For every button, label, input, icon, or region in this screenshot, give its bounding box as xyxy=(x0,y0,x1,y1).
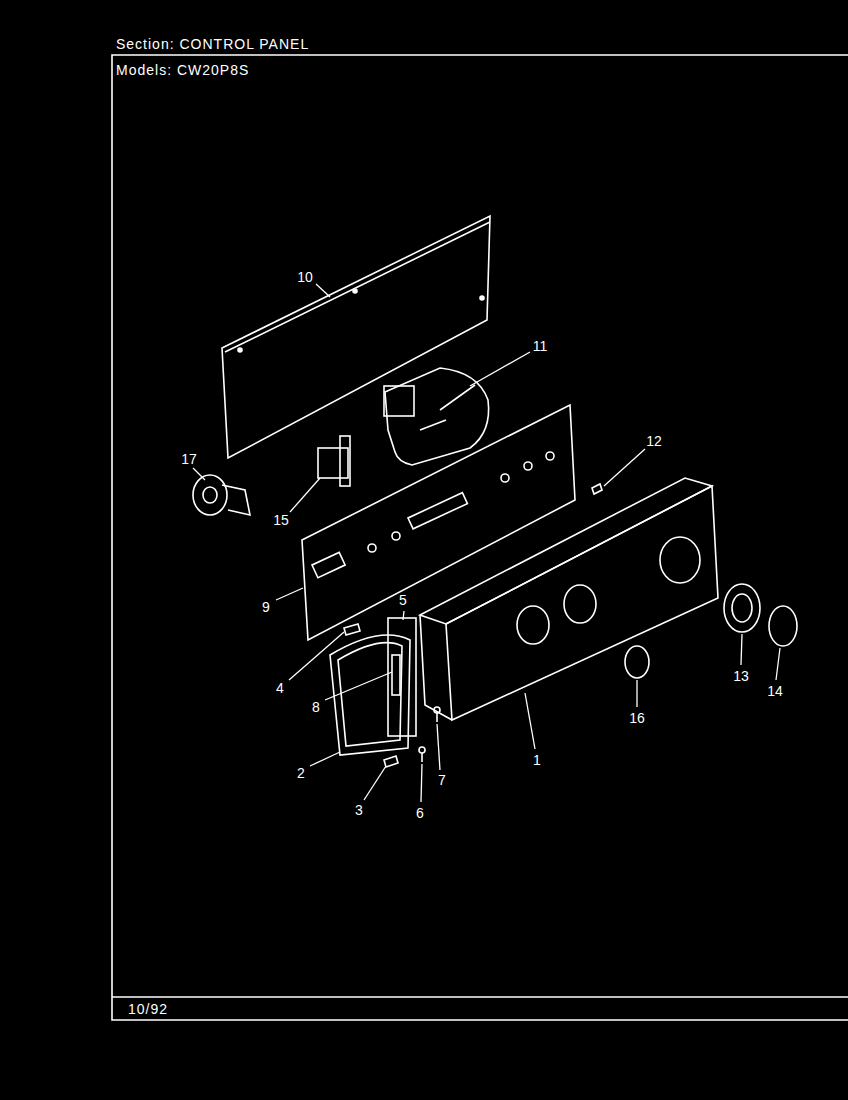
footer-rule xyxy=(112,996,848,998)
selector-bracket xyxy=(222,485,250,515)
leader-line xyxy=(310,752,340,766)
screw-hole xyxy=(480,296,484,300)
front-panel-end xyxy=(420,615,452,720)
switch-bracket xyxy=(340,436,350,486)
leader-line xyxy=(437,724,440,770)
front-panel-face xyxy=(446,486,718,720)
leader-line xyxy=(525,693,535,749)
plate-hole xyxy=(392,532,400,540)
date-code: 10/92 xyxy=(128,1002,168,1016)
leader-line xyxy=(290,478,320,512)
knob-face xyxy=(732,594,752,622)
callout-number: 5 xyxy=(399,593,407,607)
timer-block xyxy=(384,386,414,416)
screw xyxy=(434,707,440,713)
leader-line xyxy=(289,632,344,680)
clip xyxy=(592,484,602,494)
plate-hole xyxy=(524,462,532,470)
front-panel-top xyxy=(420,478,712,624)
timer-detail xyxy=(420,420,446,430)
leader-line xyxy=(325,672,392,700)
selector-switch xyxy=(193,475,227,515)
callout-number: 3 xyxy=(355,803,363,817)
screw-shank xyxy=(421,753,423,762)
callout-number: 8 xyxy=(312,700,320,714)
plate-hole xyxy=(546,452,554,460)
knob xyxy=(625,646,649,678)
callout-number: 12 xyxy=(646,434,662,448)
leader-line xyxy=(636,680,637,707)
timer xyxy=(385,368,489,465)
clip xyxy=(344,624,360,635)
screw-shank xyxy=(436,713,438,722)
gasket xyxy=(388,618,416,736)
callout-number: 2 xyxy=(297,766,305,780)
callout-number: 15 xyxy=(273,513,289,527)
section-title: Section: CONTROL PANEL xyxy=(116,37,309,51)
plate-hole xyxy=(368,544,376,552)
leader-line xyxy=(403,611,404,620)
lens-tab xyxy=(392,655,400,695)
back-panel xyxy=(222,216,490,458)
window-inner xyxy=(338,643,402,746)
leader-line xyxy=(364,766,386,800)
screw xyxy=(419,747,425,753)
callout-number: 14 xyxy=(767,684,783,698)
clip xyxy=(384,756,398,767)
callout-number: 9 xyxy=(262,600,270,614)
callout-number: 17 xyxy=(181,452,197,466)
knob-hole xyxy=(564,585,596,623)
plate-hole xyxy=(501,474,509,482)
window-lens xyxy=(330,635,410,755)
panel-edge xyxy=(225,222,490,352)
plate-opening xyxy=(312,552,345,577)
callout-number: 11 xyxy=(533,339,548,353)
callout-number: 16 xyxy=(629,711,645,725)
leader-line xyxy=(470,352,530,386)
knob xyxy=(724,584,760,632)
selector-hub xyxy=(203,487,217,503)
knob-skirt xyxy=(769,606,797,646)
leader-line xyxy=(604,449,645,486)
page-frame xyxy=(112,55,848,1020)
timer-shaft xyxy=(440,385,475,410)
leader-line xyxy=(193,468,205,480)
leader-line xyxy=(741,634,742,665)
screw-hole xyxy=(353,289,357,293)
callout-number: 10 xyxy=(297,270,313,284)
knob-hole xyxy=(660,537,700,583)
switch xyxy=(318,448,348,478)
callout-number: 1 xyxy=(533,753,541,767)
callout-number: 4 xyxy=(276,681,284,695)
screw-hole xyxy=(238,348,242,352)
callout-number: 13 xyxy=(733,669,749,683)
leader-line xyxy=(316,284,330,297)
callout-number: 7 xyxy=(438,773,446,787)
leader-line xyxy=(276,588,303,600)
callout-number: 6 xyxy=(416,806,424,820)
knob-hole xyxy=(517,606,549,644)
plate-opening xyxy=(408,493,467,529)
leader-line xyxy=(776,648,780,680)
leader-line xyxy=(421,764,422,802)
model-line: Models: CW20P8S xyxy=(116,63,249,77)
